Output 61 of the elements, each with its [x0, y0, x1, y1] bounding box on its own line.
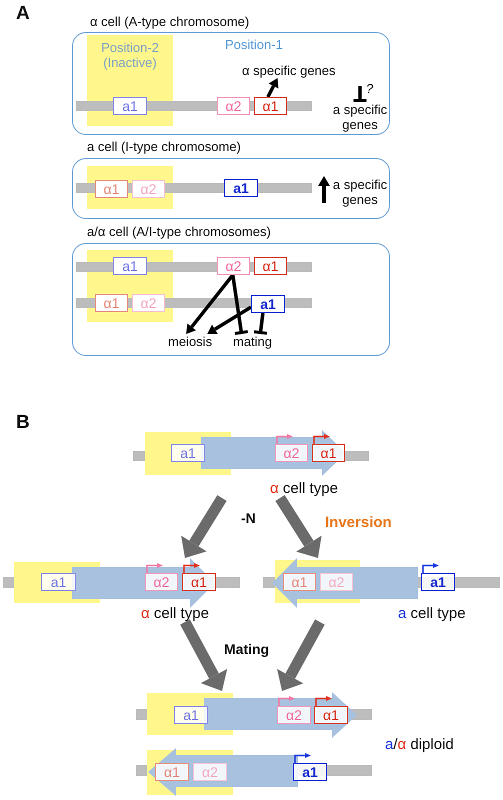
gene-label: α specific genes [242, 63, 336, 78]
highlight-band [87, 35, 173, 126]
outcome-label: mating [233, 334, 272, 349]
arrow [277, 619, 325, 691]
cell-type-label: a cell type [398, 605, 466, 622]
cell-type-label: α cell type [270, 480, 338, 497]
inhibition-line [354, 86, 366, 102]
gene-box: α2 [217, 97, 250, 115]
gene-box: a1 [293, 763, 327, 781]
region-label: Position-1 [225, 37, 283, 52]
gene-box: α2 [277, 706, 311, 724]
gene-box: α1 [314, 706, 348, 724]
panel-letter: B [16, 412, 30, 433]
cell-type-label: a/α diploid [385, 736, 454, 753]
inhibition-line [254, 312, 268, 335]
gene-box: α2 [275, 444, 308, 462]
arrow [180, 619, 228, 691]
inhibition-line [231, 274, 248, 335]
gene-label: a specific genes [332, 177, 388, 207]
process-label: Mating [224, 641, 270, 657]
edge-label: ? [366, 81, 374, 96]
gene-box: α2 [217, 257, 250, 275]
gene-box: a1 [113, 97, 147, 115]
cell-type-label: α cell type [141, 605, 209, 622]
gene-label: a specific genes [330, 102, 390, 132]
gene-box: α1 [182, 573, 216, 591]
gene-box: α2 [320, 573, 353, 591]
region-label: Position-2 (Inactive) [100, 40, 160, 70]
gene-box: α1 [254, 257, 287, 275]
arrow [207, 306, 252, 334]
gene-box: α1 [254, 97, 287, 115]
panel-letter: A [16, 3, 30, 24]
gene-box: a1 [224, 179, 258, 197]
gene-box: α1 [312, 444, 345, 462]
gene-box: α1 [283, 573, 316, 591]
cell-title: a/α cell (A/I-type chromosomes) [87, 224, 271, 239]
arrow [275, 495, 322, 558]
gene-box: α1 [95, 180, 128, 198]
cell-title: a cell (I-type chromosome) [87, 139, 241, 154]
gene-box: α2 [132, 180, 165, 198]
gene-box: α2 [132, 294, 165, 312]
condition-label: -N [241, 510, 256, 526]
gene-box: α2 [145, 573, 178, 591]
gene-box: a1 [251, 295, 285, 313]
chromosome-drawing [3, 558, 240, 622]
arrow [181, 495, 227, 558]
gene-box: a1 [41, 573, 76, 591]
gene-box: a1 [174, 706, 208, 724]
gene-box: α2 [193, 763, 227, 781]
highlight-band [87, 166, 173, 209]
gene-box: a1 [421, 573, 455, 591]
outcome-label: meiosis [168, 334, 212, 349]
chromosome-drawing [263, 558, 500, 622]
chromosome-drawing [133, 430, 369, 498]
arrow [266, 78, 278, 98]
gene-box: α1 [95, 294, 128, 312]
gene-box: α1 [155, 763, 189, 781]
gene-box: a1 [113, 257, 147, 275]
cell-title: α cell (A-type chromosome) [90, 14, 250, 29]
gene-box: a1 [171, 444, 205, 462]
arrow [186, 274, 234, 334]
